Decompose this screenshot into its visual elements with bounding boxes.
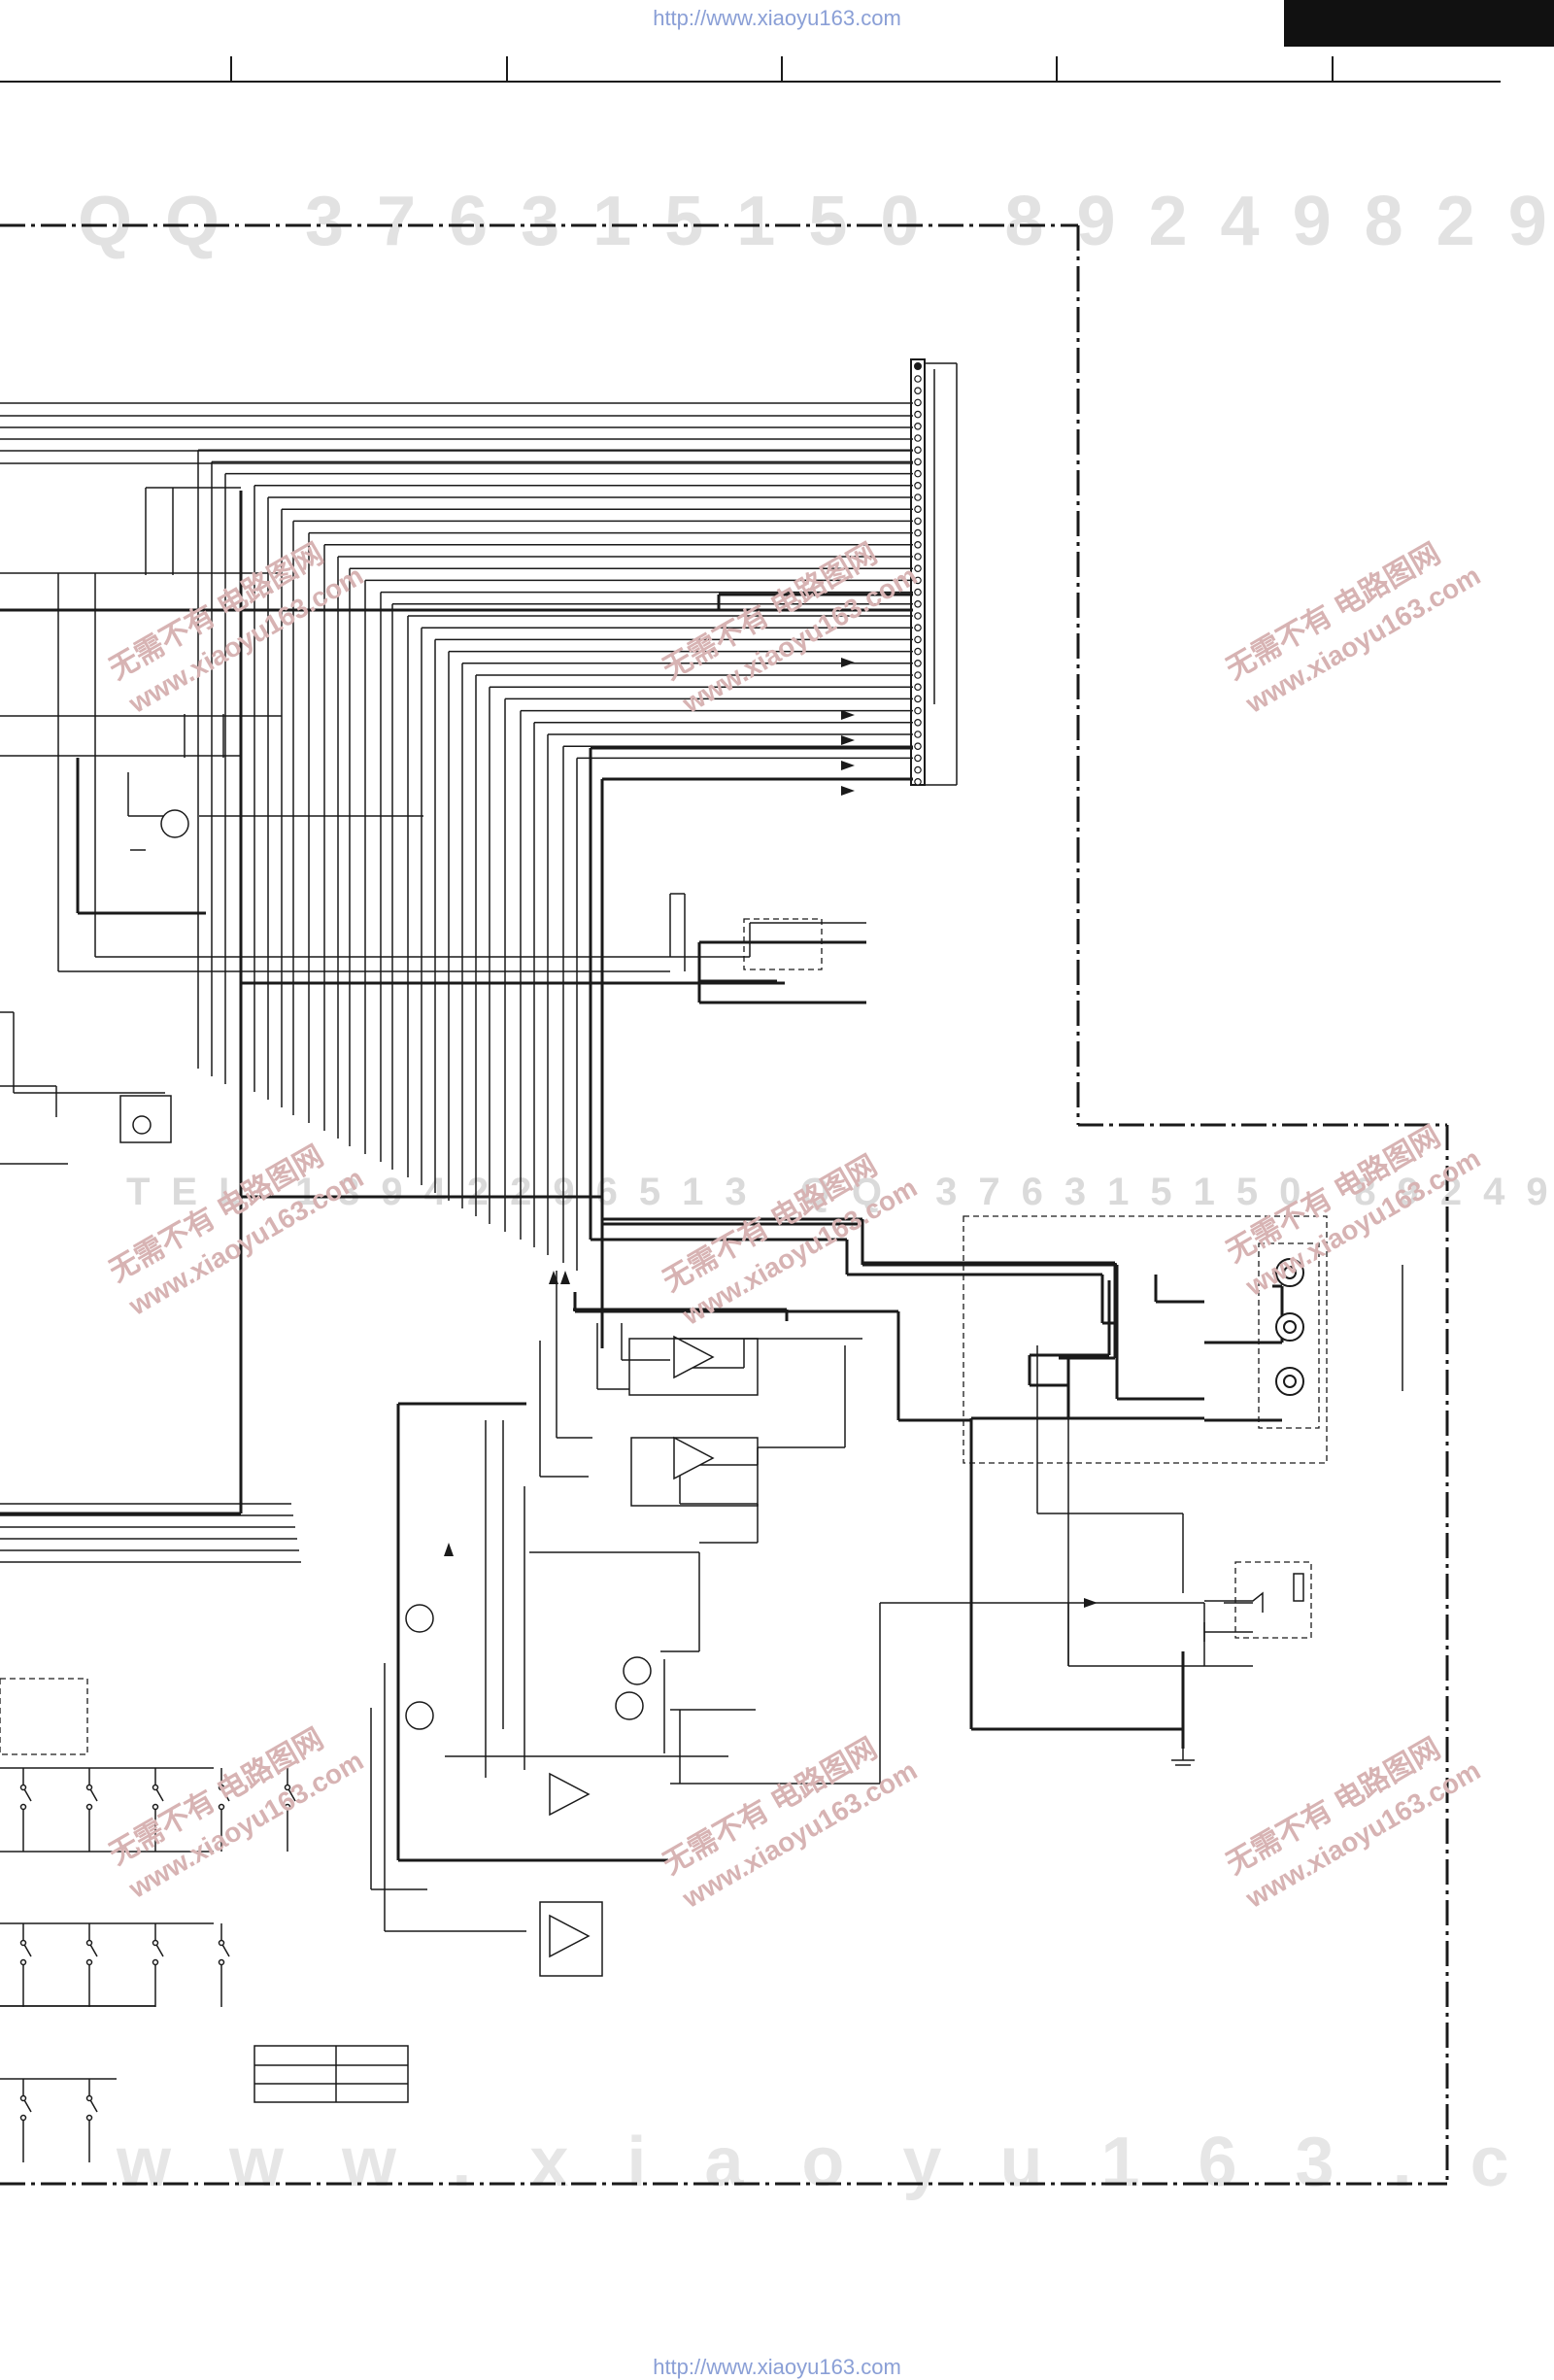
main-traces <box>573 746 1292 1401</box>
connector-pin <box>914 624 922 632</box>
legend-table <box>253 2045 409 2103</box>
connector-pin <box>914 517 922 526</box>
connector-pin <box>914 528 922 537</box>
opamp-ic1a-icon <box>673 1335 715 1379</box>
watermark-tel: TEL 13942296513 QQ 376315150 892498299 <box>126 1171 1554 1213</box>
transistor-q5-icon <box>615 1691 644 1720</box>
opamp-group <box>549 1335 715 1958</box>
header-tab <box>1284 0 1554 47</box>
opamp-ic2b-icon <box>549 1914 591 1958</box>
connector-pin <box>914 434 922 442</box>
signal-bus <box>0 402 913 1563</box>
connector-pin <box>914 742 922 751</box>
connector-pin <box>914 718 922 727</box>
connector-pin <box>914 493 922 501</box>
thin-wires <box>0 487 1253 2080</box>
connector-pin <box>914 564 922 573</box>
connector-pin <box>914 410 922 419</box>
connector-pin <box>914 387 922 395</box>
source-url-top[interactable]: http://www.xiaoyu163.com <box>653 6 901 30</box>
phone-jack-icon <box>1204 1573 1304 1633</box>
board-outline <box>0 223 1449 2186</box>
connector-pin <box>914 731 922 738</box>
connector-pin <box>914 765 922 774</box>
connector-pin <box>914 458 922 466</box>
connector-pin <box>914 671 922 679</box>
connector-pin <box>914 695 922 703</box>
connector-pin <box>914 659 922 667</box>
connector-pin <box>914 635 922 644</box>
rca-jacks <box>1275 1258 1304 1396</box>
connector-pin <box>914 553 922 561</box>
connector-pin <box>914 446 922 455</box>
source-url-bottom[interactable]: http://www.xiaoyu163.com <box>653 2355 901 2379</box>
sensor-module <box>119 1095 172 1143</box>
connector-pin <box>914 588 922 596</box>
connector-pin <box>914 540 922 549</box>
dashed-modules <box>0 918 1328 1755</box>
connector-pin <box>914 777 922 786</box>
connector-pin <box>914 754 922 763</box>
connector-cn1 <box>910 358 958 786</box>
transistor-q1-icon <box>160 809 189 838</box>
opamp-feedback <box>539 1338 759 1977</box>
connector-pin <box>914 576 922 585</box>
connector-pin <box>914 481 922 490</box>
sensor-led-icon <box>132 1115 152 1135</box>
connector-pin <box>914 375 922 383</box>
transistor-q4-icon <box>623 1656 652 1685</box>
power-wires <box>0 491 1284 1862</box>
transistor-q2-icon <box>405 1604 434 1633</box>
top-ruler <box>0 56 1501 83</box>
opamp-ic2a-icon <box>549 1772 591 1817</box>
signal-arrows <box>444 658 1098 1608</box>
connector-pin <box>914 599 922 608</box>
connector-pin <box>914 612 922 620</box>
transistor-group <box>160 809 652 1730</box>
connector-pin <box>914 647 922 656</box>
watermark-site: www.xiaoyu163.com <box>116 2124 1554 2201</box>
connector-pin <box>914 398 922 407</box>
watermark-qq: QQ 376315150 892498299 <box>78 183 1554 260</box>
transistor-q3-icon <box>405 1701 434 1730</box>
key-matrix <box>19 1768 296 2162</box>
connector-pin <box>914 706 922 715</box>
connector-pin <box>914 683 922 692</box>
ground-icon <box>1171 1749 1195 1766</box>
connector-pin <box>914 422 922 430</box>
connector-pin <box>914 505 922 514</box>
opamp-ic1b-icon <box>673 1436 715 1480</box>
connector-pin <box>914 469 922 478</box>
